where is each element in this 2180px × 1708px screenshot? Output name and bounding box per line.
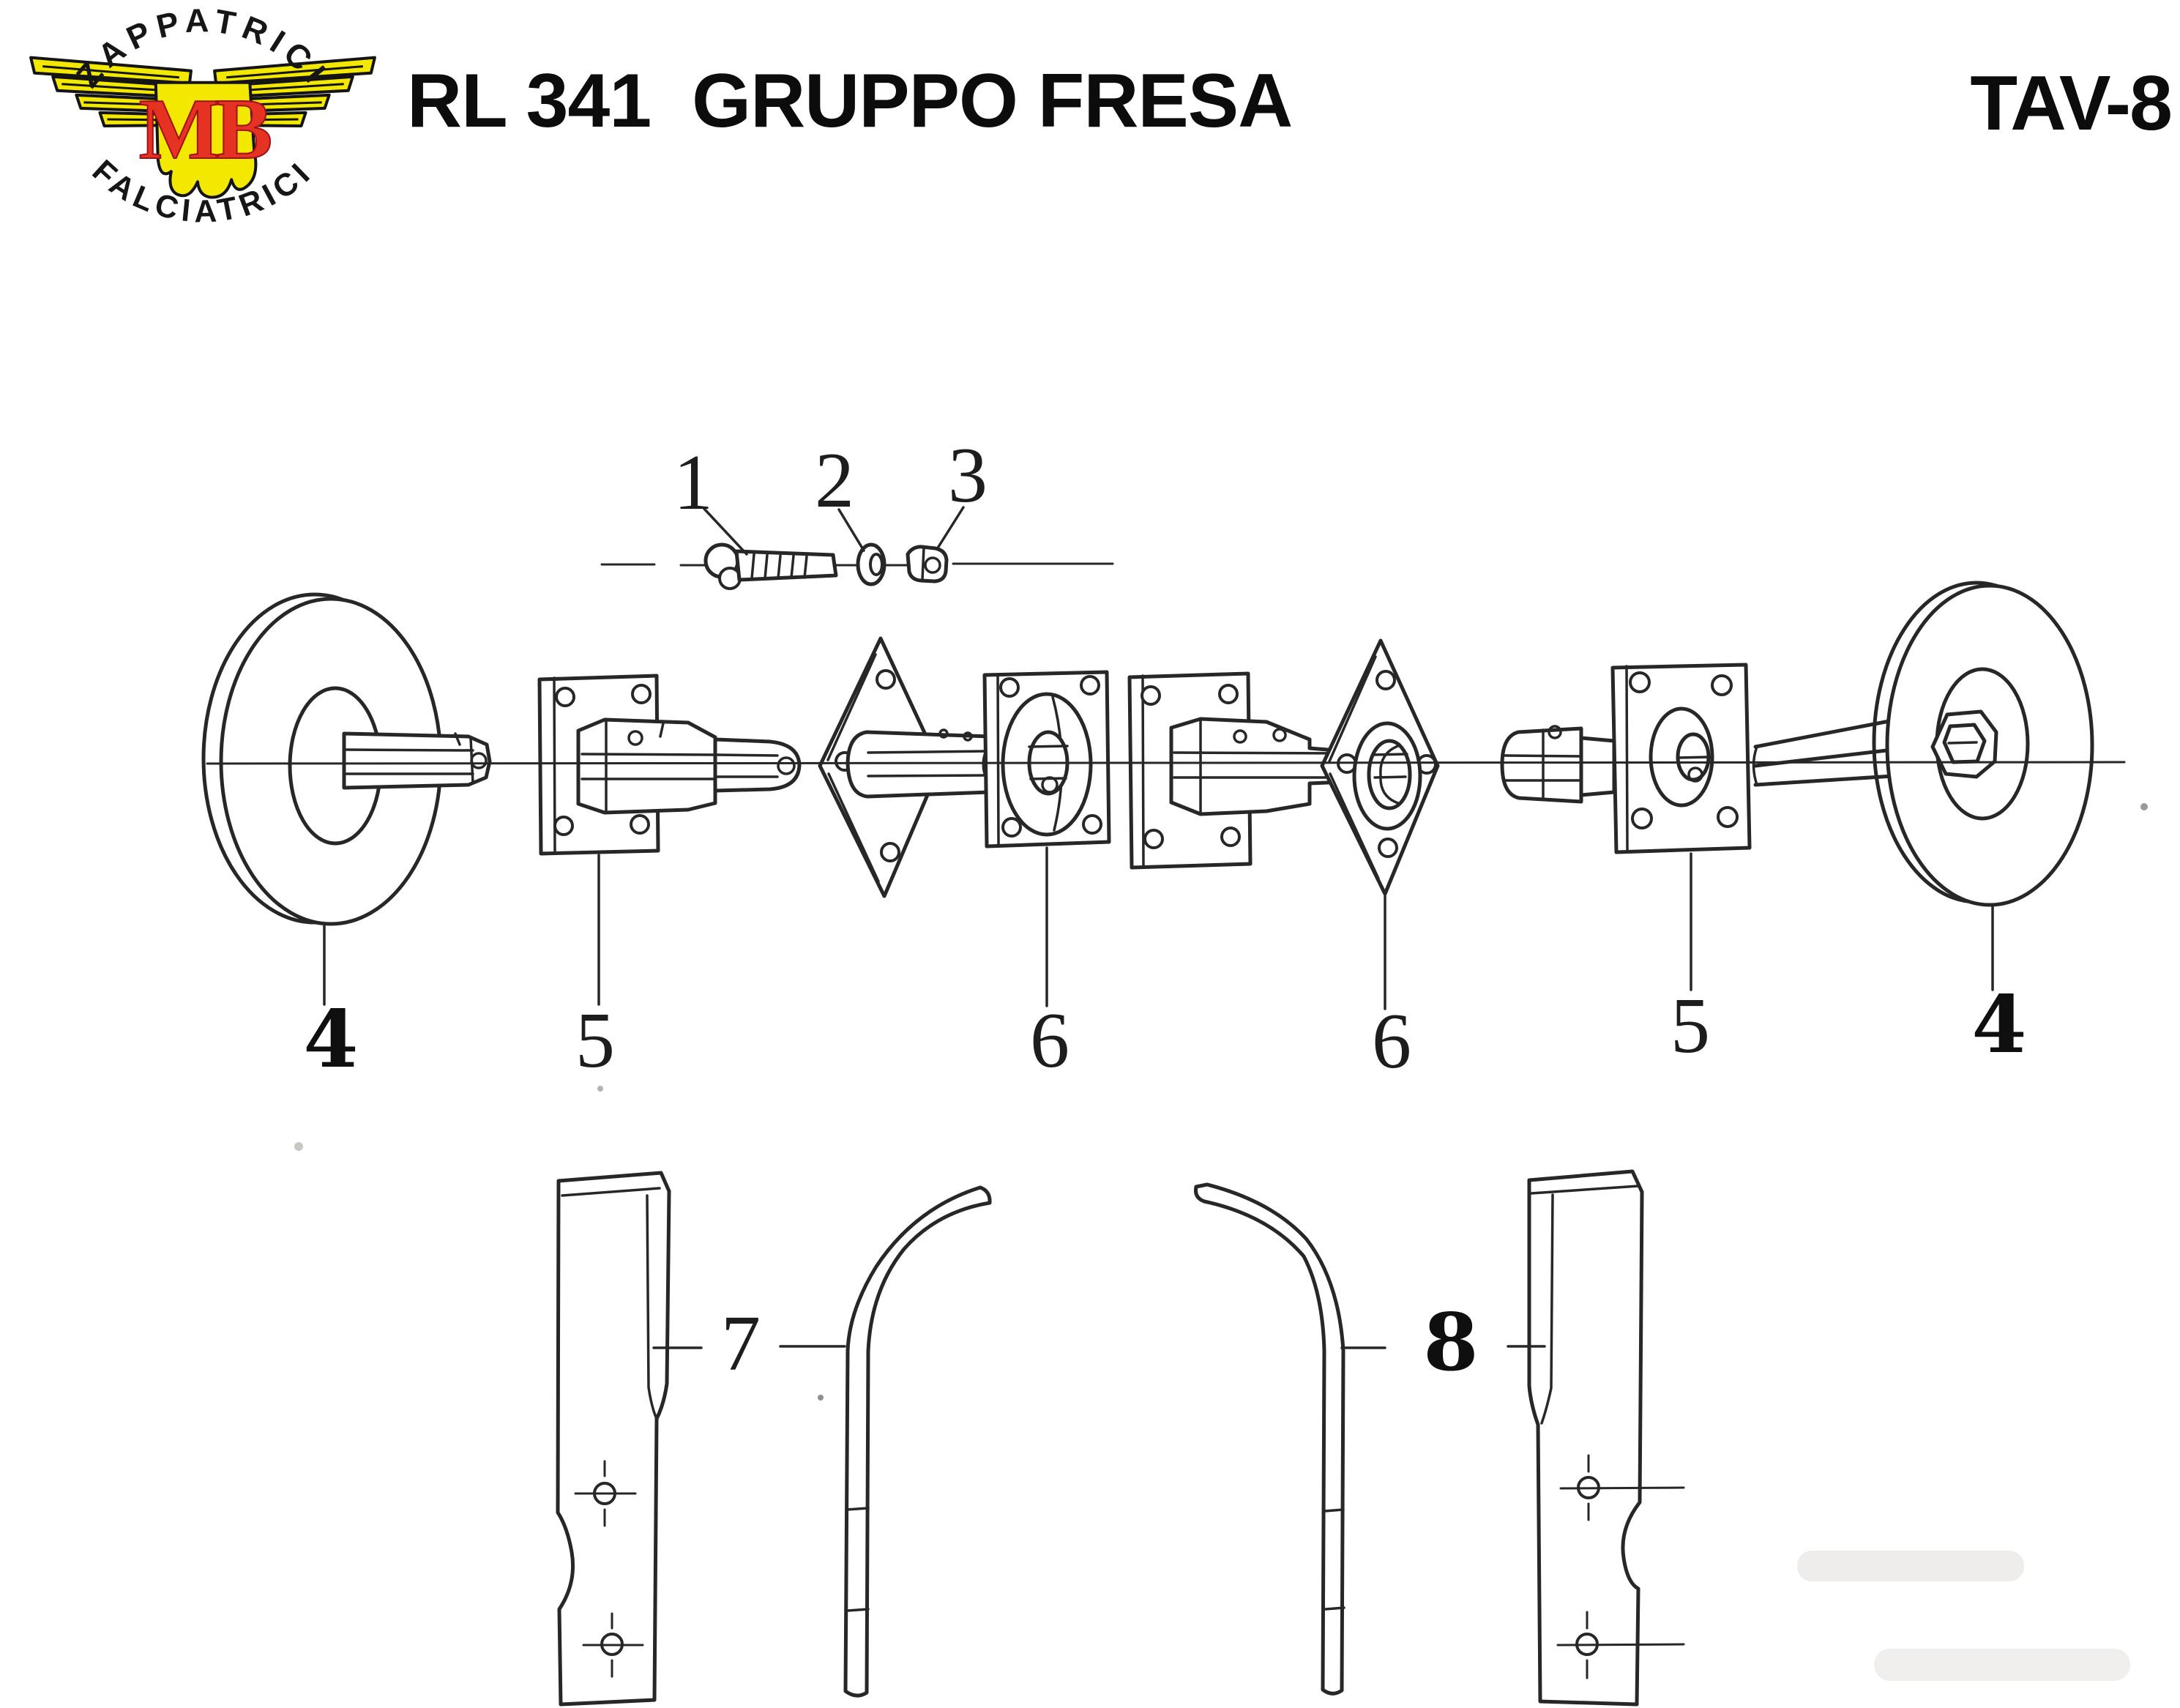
plate-number: TAV-8: [1970, 60, 2173, 146]
callout-8: 8: [1423, 1297, 1478, 1389]
callout-5-right: 5: [1671, 982, 1710, 1070]
callout-4-left: 4: [303, 993, 358, 1086]
callout-6-left: 6: [1030, 997, 1070, 1084]
part-side-disc-right: [1872, 581, 2094, 907]
callout-6-right: 6: [1372, 998, 1411, 1085]
part-hex-shaft-right: [1752, 718, 1895, 787]
logo-wing-left: [29, 56, 193, 127]
callout-7: 7: [721, 1300, 761, 1387]
scan-artifacts: [294, 803, 2148, 1681]
group-title: GRUPPO FRESA: [692, 59, 1293, 143]
callout-1: 1: [673, 439, 713, 526]
callout-3: 3: [948, 432, 988, 519]
part-nut: [906, 545, 949, 583]
part-bolt: [703, 542, 838, 590]
part-bearing-plate: [982, 670, 1111, 849]
part-bearing-diamond: [1320, 638, 1440, 896]
part-flange-hub-centre-right: [1127, 671, 1348, 870]
part-stub-shaft-left: [342, 731, 492, 790]
logo-centre-shield: [154, 81, 258, 199]
brand-logo: MB ZAPPATRICI FALCIATRICI: [12, 0, 394, 259]
part-blade-curved-left: [843, 1185, 992, 1698]
part-washer: [856, 542, 886, 586]
brand-logo-emblem: MB ZAPPATRICI FALCIATRICI: [29, 1, 376, 229]
callout-4-right: 4: [1971, 979, 2026, 1071]
callout-5-left: 5: [575, 997, 615, 1084]
model-code: RL 341: [407, 59, 652, 143]
part-blade-curved-right: [1194, 1182, 1345, 1696]
page-title: RL 341 GRUPPO FRESA: [407, 59, 1293, 143]
callout-labels: 1 2 3 4 5 6 6 5 4 7 8: [303, 432, 2026, 1389]
part-blade-flat-right: [1527, 1169, 1685, 1707]
part-flange-bearing-right: [1610, 663, 1752, 854]
part-hub-sleeve-right: [1500, 725, 1616, 804]
part-flange-hub-left: [537, 674, 802, 856]
callout-leader-lines: [323, 506, 1994, 1349]
logo-monogram: MB: [139, 81, 271, 177]
callout-2: 2: [815, 437, 854, 524]
part-blade-flat-left: [556, 1171, 671, 1707]
